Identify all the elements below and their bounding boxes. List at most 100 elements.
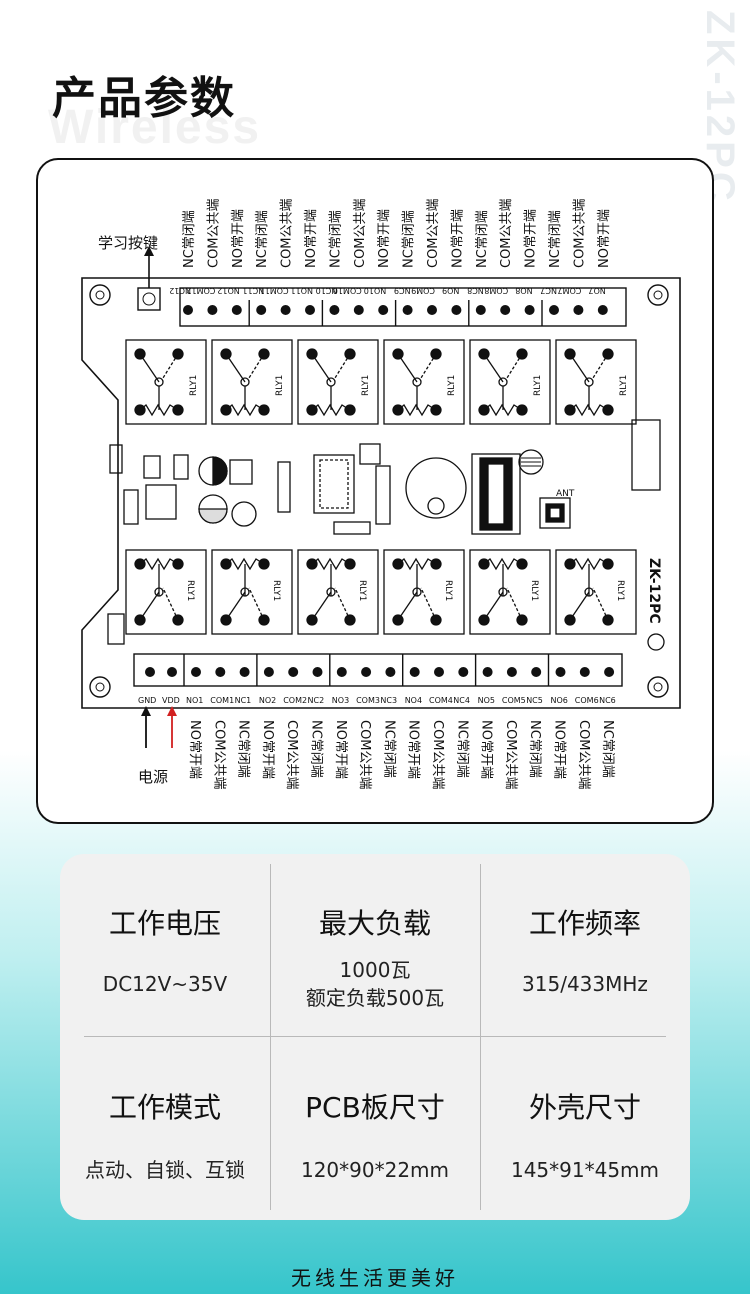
top-terminal-screw xyxy=(353,305,364,315)
bottom-terminal-screw xyxy=(531,667,542,677)
top-terminal-label: NC10 xyxy=(316,286,338,295)
spec-title: 工作电压 xyxy=(108,907,221,940)
bottom-terminal-description: NC常闭端 xyxy=(600,720,615,778)
spec-title: 工作模式 xyxy=(108,1091,221,1124)
top-terminal-screw xyxy=(500,305,511,315)
power-label: 电源 xyxy=(138,768,168,786)
top-terminal-description: COM公共端 xyxy=(353,198,368,268)
spec-working-voltage: 工作电压 DC12V~35V xyxy=(60,902,270,998)
top-terminal-screw xyxy=(597,305,608,315)
bottom-terminal-description: NC常闭端 xyxy=(527,720,542,778)
bottom-terminal-description: COM公共端 xyxy=(503,720,518,790)
relay: RLY1 xyxy=(555,549,637,635)
top-terminal-description: NO常开端 xyxy=(377,209,392,268)
gnd-arrowhead xyxy=(141,706,151,716)
vdd-arrowhead xyxy=(167,706,177,716)
relay-label: RLY1 xyxy=(185,580,195,601)
power-terminal-screw xyxy=(145,667,155,677)
relay-label: RLY1 xyxy=(615,580,625,601)
bottom-terminal-label: COM1 xyxy=(210,696,234,705)
mounting-hole-bottom-left xyxy=(89,676,111,698)
relay: RLY1 xyxy=(297,339,379,425)
spec-frequency: 工作频率 315/433MHz xyxy=(480,902,690,998)
bottom-terminal-screw xyxy=(191,667,201,677)
bottom-terminal-description: NO常开端 xyxy=(479,720,494,779)
spec-value-secondary: 额定负载500瓦 xyxy=(305,986,445,1010)
spec-title: PCB板尺寸 xyxy=(305,1091,445,1124)
spec-card: 工作电压 DC12V~35V 最大负载 1000瓦 额定负载500瓦 工作频率 … xyxy=(60,854,690,1220)
top-terminal-screw xyxy=(378,305,389,315)
spec-pcb-size: PCB板尺寸 120*90*22mm xyxy=(270,1086,480,1184)
relay-label: RLY1 xyxy=(533,375,543,396)
bottom-terminal-screw xyxy=(239,667,250,677)
relay: RLY1 xyxy=(469,339,551,425)
bottom-terminal-label: NC4 xyxy=(453,696,470,705)
bottom-terminal-label: NO5 xyxy=(478,696,495,705)
relay-label: RLY1 xyxy=(361,375,371,396)
bottom-terminal-label: NC1 xyxy=(235,696,252,705)
page-title: 产品参数 xyxy=(52,73,236,124)
bottom-terminal-screw xyxy=(604,667,615,677)
spec-working-mode: 工作模式 点动、自锁、互锁 xyxy=(60,1086,270,1184)
spec-value: 315/433MHz xyxy=(522,972,648,996)
top-terminal-label: NO9 xyxy=(442,286,459,295)
bottom-terminal-description: COM公共端 xyxy=(357,720,372,790)
bottom-terminal-description: NO常开端 xyxy=(552,720,567,779)
bottom-terminal-description: NO常开端 xyxy=(187,720,202,779)
bottom-terminal-screw xyxy=(263,667,274,677)
top-terminal-label: NO10 xyxy=(364,286,386,295)
top-terminal-label: NC8 xyxy=(467,286,484,295)
relay-label: RLY1 xyxy=(529,580,539,601)
top-terminal-screw xyxy=(451,305,462,315)
bottom-terminal-label: NO4 xyxy=(405,696,422,705)
spec-value: 1000瓦 xyxy=(339,958,411,982)
pcb-board-outline xyxy=(81,277,681,709)
bottom-terminal-label: NO2 xyxy=(259,696,276,705)
background-watermark: Wireless xyxy=(48,101,262,154)
top-terminal-description: COM公共端 xyxy=(206,198,221,268)
spec-divider-horizontal xyxy=(84,1036,666,1037)
bottom-terminal-label: COM5 xyxy=(502,696,526,705)
bottom-terminal-screw xyxy=(215,667,226,677)
top-terminal-description: NC常闭端 xyxy=(475,210,490,268)
top-terminal-description: NO常开端 xyxy=(597,209,612,268)
relay: RLY1 xyxy=(125,339,207,425)
bottom-terminal-description: COM公共端 xyxy=(430,720,445,790)
relay: RLY1 xyxy=(469,549,551,635)
bottom-terminal-screw xyxy=(361,667,372,677)
top-terminal-label: NC7 xyxy=(540,286,557,295)
relay: RLY1 xyxy=(297,549,379,635)
relay-label: RLY1 xyxy=(357,580,367,601)
top-terminal-description: NO常开端 xyxy=(524,209,539,268)
top-terminal-description: NO常开端 xyxy=(231,209,246,268)
top-terminal-description: NC常闭端 xyxy=(402,210,417,268)
spec-max-load: 最大负载 1000瓦 额定负载500瓦 xyxy=(270,902,480,1012)
mounting-hole-top-right xyxy=(647,284,669,306)
bottom-terminal-screw xyxy=(579,667,590,677)
top-terminal-label: COM10 xyxy=(333,286,362,295)
bottom-terminal-screw xyxy=(312,667,323,677)
bottom-terminal-screw xyxy=(385,667,396,677)
relay: RLY1 xyxy=(383,339,465,425)
top-terminal-description: NC常闭端 xyxy=(328,210,343,268)
top-terminal-description: COM公共端 xyxy=(426,198,441,268)
bottom-terminal-description: NO常开端 xyxy=(406,720,421,779)
top-terminal-screw xyxy=(280,305,291,315)
top-terminal-description: NC常闭端 xyxy=(548,210,563,268)
bottom-terminal-screw xyxy=(288,667,299,677)
learn-button-label: 学习按键 xyxy=(98,234,158,252)
spec-value: 点动、自锁、互锁 xyxy=(85,1158,245,1182)
bottom-terminal-description: COM公共端 xyxy=(284,720,299,790)
relay-label: RLY1 xyxy=(619,375,629,396)
top-terminal-label: NO7 xyxy=(588,286,605,295)
mounting-hole-bottom-right xyxy=(647,676,669,698)
center-components xyxy=(107,419,665,651)
relay: RLY1 xyxy=(125,549,207,635)
relay: RLY1 xyxy=(211,339,293,425)
bottom-terminal-description: NC常闭端 xyxy=(236,720,251,778)
bottom-terminal-description: NO常开端 xyxy=(333,720,348,779)
footer-slogan: 无线生活更美好 xyxy=(291,1266,459,1290)
top-terminal-screw xyxy=(305,305,315,315)
bottom-terminal-label: COM3 xyxy=(356,696,380,705)
